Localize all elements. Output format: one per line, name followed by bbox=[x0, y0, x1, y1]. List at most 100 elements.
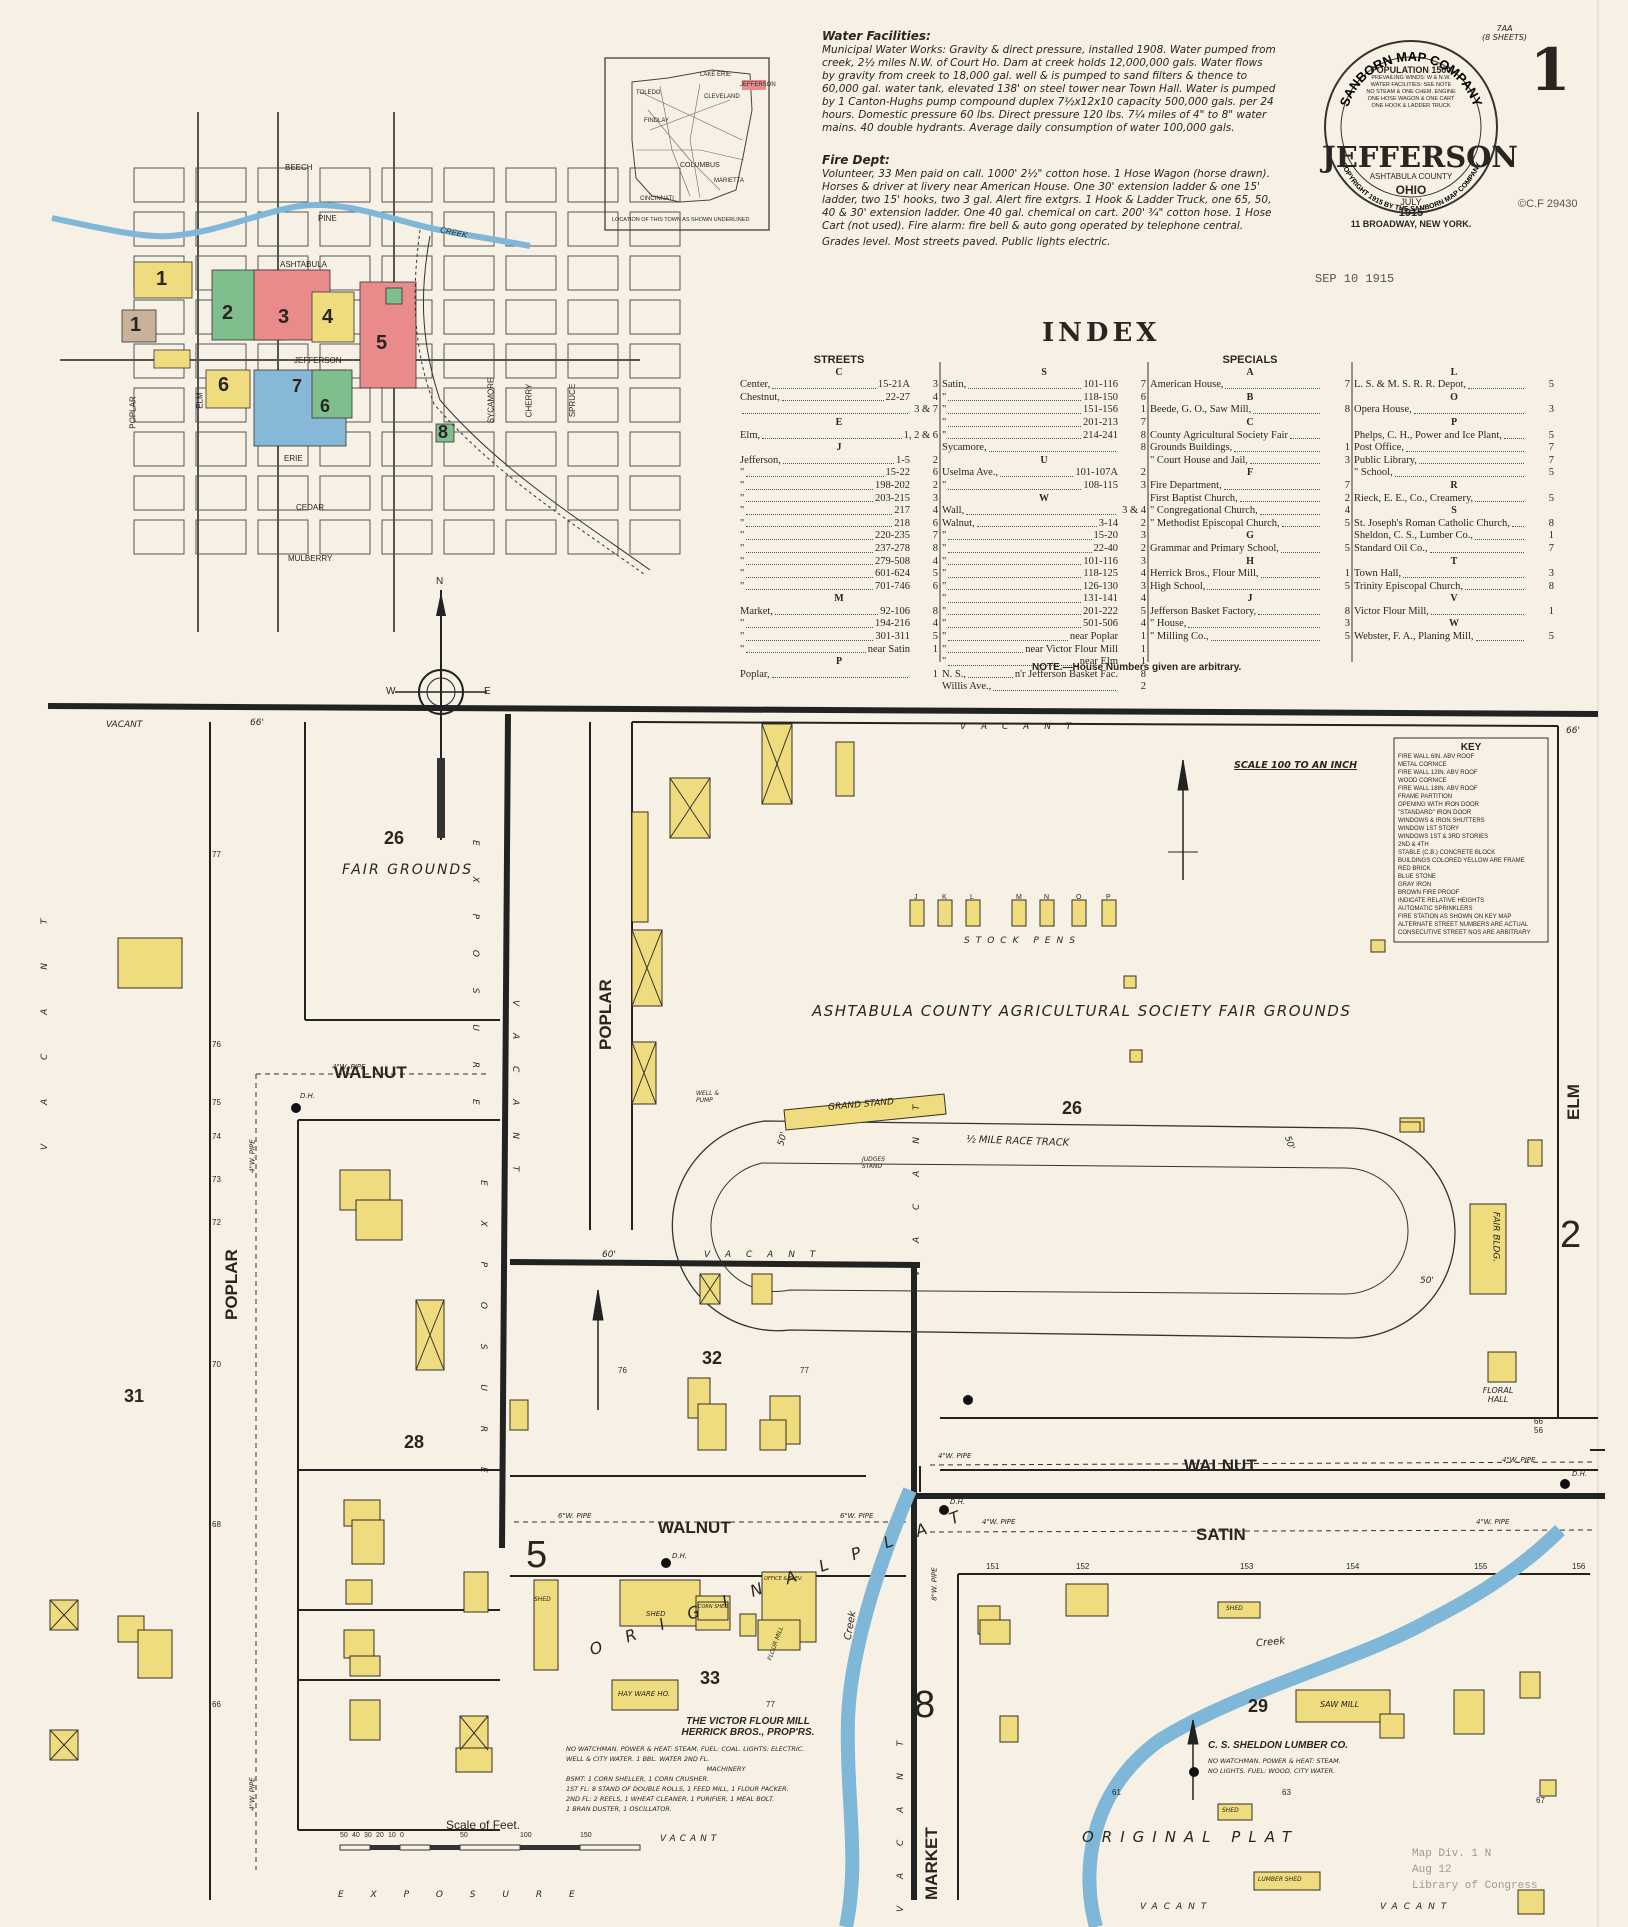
index-entry-name: L. S. & M. S. R. R. Depot, bbox=[1354, 379, 1467, 391]
sheldon-info-1: NO WATCHMAN. POWER & HEAT: STEAM. bbox=[1208, 1757, 1341, 1765]
key-map-creek bbox=[51, 202, 531, 249]
race-track bbox=[671, 1120, 1456, 1339]
km-sheet-4: 4 bbox=[322, 306, 334, 328]
key-line: INDICATE RELATIVE HEIGHTS bbox=[1398, 898, 1485, 904]
sat-154: 154 bbox=[1346, 1562, 1360, 1571]
km-street-mulberry: MULBERRY bbox=[288, 554, 333, 563]
index-entry-range: 126-130 bbox=[1083, 580, 1118, 592]
index-entry-sheet: 1 bbox=[1344, 568, 1350, 580]
label-original-plat-2: ORIGINAL PLAT bbox=[1082, 1828, 1300, 1846]
index-entry-range: near Poplar bbox=[1069, 631, 1118, 643]
index-entry-sheet: 7 bbox=[1548, 454, 1554, 466]
index-leader bbox=[1000, 467, 1074, 477]
index-entry-name: Public Library, bbox=[1354, 454, 1417, 466]
index-leader bbox=[746, 505, 893, 515]
index-entry-range: 101-107A bbox=[1075, 467, 1118, 479]
index-letter: J bbox=[1247, 593, 1253, 605]
index-entry: N. S.,n'r Jefferson Basket Fac.8 bbox=[942, 669, 1146, 682]
sheldon-info-2: NO LIGHTS. FUEL: WOOD. CITY WATER. bbox=[1208, 1767, 1336, 1775]
label-fair-grounds: FAIR GROUNDS bbox=[342, 862, 474, 878]
index-specials-heading: SPECIALS bbox=[1222, 354, 1278, 366]
index-leader bbox=[988, 442, 1116, 452]
compass-e: E bbox=[484, 686, 491, 697]
index-entry-name: High School, bbox=[1150, 580, 1206, 592]
index-leader bbox=[781, 392, 884, 402]
index-entry-name: " bbox=[942, 555, 947, 567]
lot-72: 72 bbox=[212, 1218, 221, 1227]
km-street-spruce: SPRUCE bbox=[568, 383, 578, 418]
key-map-block bbox=[629, 167, 681, 203]
inset-marietta: MARIETTA bbox=[714, 178, 744, 184]
label-exposure-1: E X P O S U R E bbox=[470, 840, 480, 1119]
key-line: BUILDINGS COLORED YELLOW ARE FRAME bbox=[1398, 858, 1525, 864]
index-entry-sheet: 5 bbox=[1344, 631, 1350, 643]
index-entry-range: 101-116 bbox=[1083, 379, 1118, 391]
key-map-block bbox=[443, 255, 495, 291]
key-line: CONSECUTIVE STREET NOS ARE ARBITRARY bbox=[1398, 930, 1531, 936]
label-vacant-centre: V A C A N T bbox=[704, 1250, 822, 1260]
label-vacant-west: V A C A N T bbox=[40, 900, 50, 1150]
index-entry-sheet: 7 bbox=[1344, 479, 1350, 491]
index-entry-sheet: 6 bbox=[932, 517, 938, 529]
dh-label-1: D.H. bbox=[300, 1092, 316, 1100]
index-entry-sheet: 1 bbox=[1548, 605, 1554, 617]
index-entry: 3 & 7 bbox=[740, 404, 938, 417]
index-entry: " Methodist Episcopal Church,5 bbox=[1150, 518, 1350, 531]
index-leader bbox=[1503, 430, 1524, 440]
index-entry-name: Wall, bbox=[942, 505, 965, 517]
index-entry-name: Victor Flour Mill, bbox=[1354, 605, 1429, 617]
key-map-block bbox=[629, 431, 681, 467]
seal-note-4: ONE HOSE WAGON & ONE CART bbox=[1367, 96, 1455, 102]
index-entry-sheet: 8 bbox=[1140, 668, 1146, 680]
victor-mill-info-1: NO WATCHMAN. POWER & HEAT: STEAM. FUEL: … bbox=[566, 1745, 805, 1753]
pipe-label-9: 4"W. PIPE bbox=[1502, 1456, 1536, 1464]
library-stamp-1: Map Div. 1 N bbox=[1412, 1848, 1492, 1860]
index-entry-name: Grounds Buildings, bbox=[1150, 442, 1233, 454]
lot-77b: 77 bbox=[766, 1700, 775, 1709]
key-map-block bbox=[319, 475, 371, 511]
index-rules bbox=[939, 362, 1353, 662]
key-map-block bbox=[443, 299, 495, 335]
victor-mill-details: NO WATCHMAN. POWER & HEAT: STEAM. FUEL: … bbox=[566, 1744, 886, 1814]
index-entry-sheet: 1 bbox=[932, 643, 938, 655]
key-map-block bbox=[505, 167, 557, 203]
index-entry-sheet: 3 bbox=[1344, 618, 1350, 630]
index-entry-sheet: 7 bbox=[1548, 442, 1554, 454]
index-entry-sheet: 1 bbox=[932, 668, 938, 680]
index-entry-sheet: 4 bbox=[1344, 505, 1350, 517]
index-entry-sheet: 2 bbox=[1140, 517, 1146, 529]
inset-map-frame bbox=[604, 57, 770, 231]
key-line: FIRE WALL 6IN. ABV ROOF bbox=[1398, 754, 1475, 760]
index-entry-name: " bbox=[740, 542, 745, 554]
fire-dept-text: Volunteer, 33 Men paid on call. 1000' 2½… bbox=[822, 168, 1272, 232]
index-letter: C bbox=[835, 366, 843, 378]
stall-l: L bbox=[970, 894, 974, 901]
index-leader bbox=[1418, 455, 1524, 465]
key-line: BLUE STONE bbox=[1398, 874, 1436, 880]
index-leader bbox=[1225, 379, 1320, 389]
label-vacant-n: V A C A N T bbox=[960, 722, 1078, 732]
block-26-west: 26 bbox=[384, 828, 405, 848]
index-entry-range: 15-20 bbox=[1093, 530, 1119, 542]
lot-68: 68 bbox=[212, 1520, 221, 1529]
key-map-block bbox=[443, 167, 495, 203]
index-entry-name: " bbox=[942, 479, 947, 491]
key-line: STABLE (C.B.) CONCRETE BLOCK bbox=[1398, 850, 1496, 856]
seal-county: ASHTABULA COUNTY bbox=[1369, 172, 1453, 181]
index-entry-sheet: 2 bbox=[932, 454, 938, 466]
lot-66b: 66 bbox=[1534, 1417, 1543, 1426]
index-leader bbox=[948, 593, 1081, 603]
km-sheet-6b: 6 bbox=[320, 396, 331, 416]
index-entry-name: County Agricultural Society Fair bbox=[1150, 429, 1288, 441]
victor-mill-mach-1: BSMT: 1 CORN SHELLER, 1 CORN CRUSHER. bbox=[566, 1775, 710, 1783]
index-entry-sheet: 5 bbox=[1548, 379, 1554, 391]
